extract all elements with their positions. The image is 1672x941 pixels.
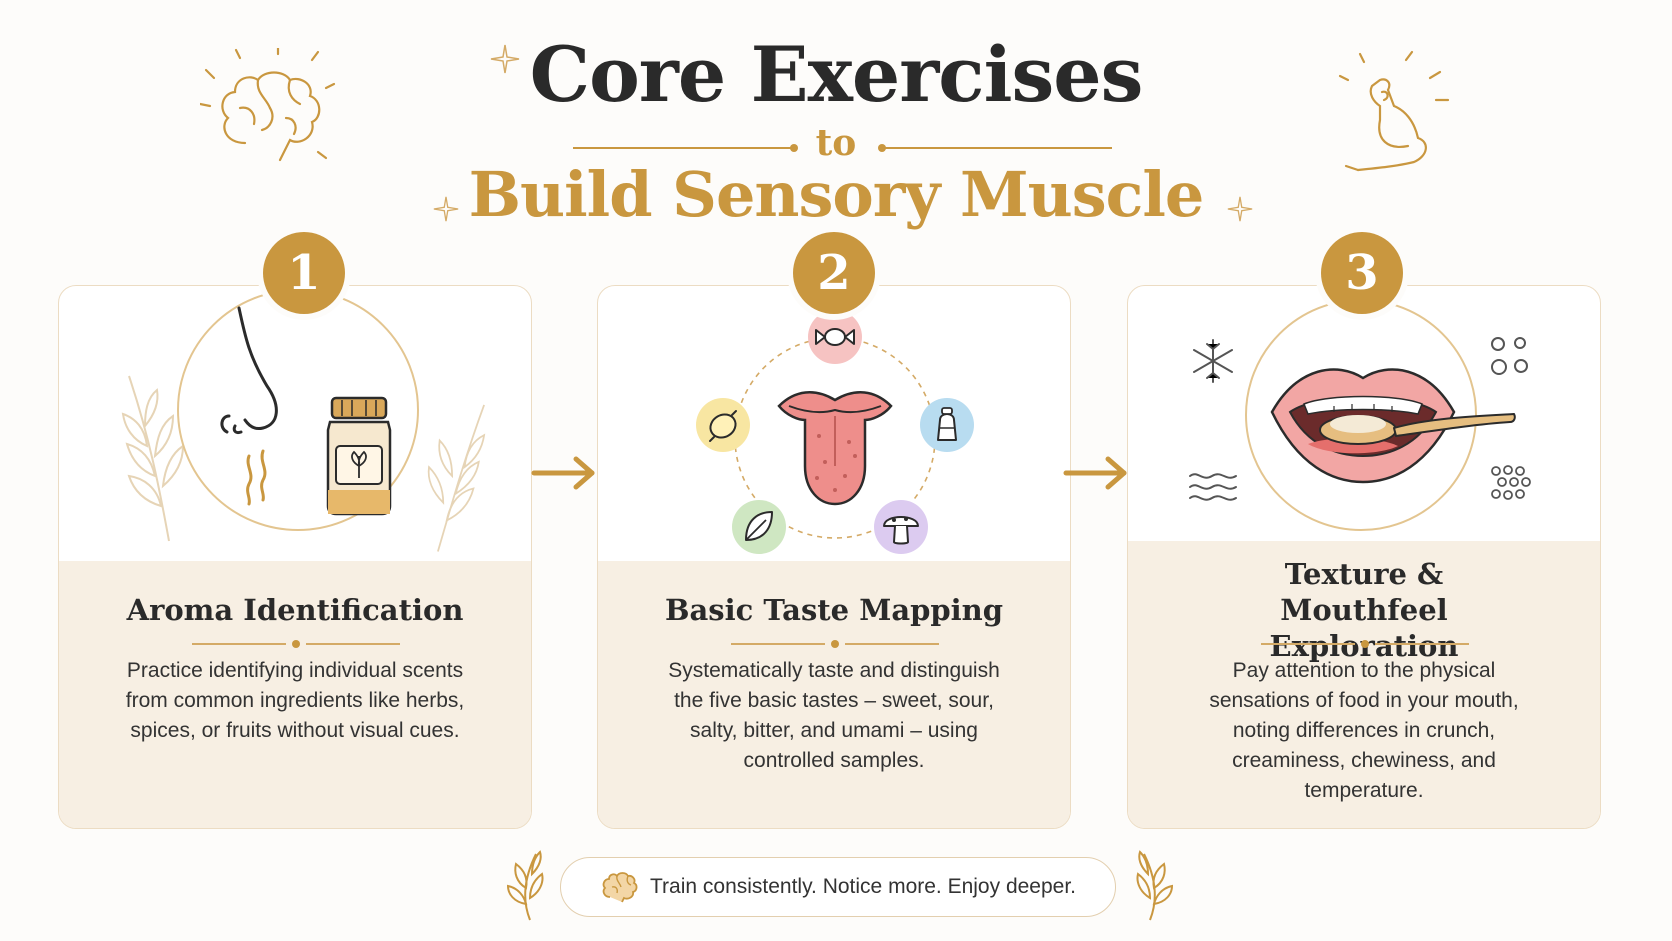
step-badge-3: 3 [1321,232,1403,314]
card-text-panel [1128,541,1600,828]
title-rule-dot [790,144,798,152]
mushroom-icon [874,500,928,554]
brain-icon [602,872,638,903]
salt-shaker-icon [920,398,974,452]
arrow-right-icon [531,456,595,490]
nose-icon [220,306,278,506]
flexed-arm-icon [1338,50,1450,172]
exercise-card-aroma: Aroma Identification Practice identifyin… [58,285,532,829]
card-description: Systematically taste and distinguish the… [668,659,1000,772]
card-description: Pay attention to the physical sensations… [1209,659,1519,802]
card-title: Texture & Mouthfeel Exploration [1270,557,1459,663]
spice-jar-icon [326,396,392,516]
step-badge-2: 2 [793,232,875,314]
card-title: Aroma Identification [126,593,464,627]
laurel-right-icon [1136,850,1174,921]
dots-cluster-icon [1491,465,1531,500]
tongue-icon [777,391,893,506]
sparkle-icon [1227,196,1253,222]
waves-icon [1189,473,1237,501]
card-divider [1128,639,1600,649]
exercise-card-taste: Basic Taste Mapping Systematically taste… [597,285,1071,829]
page-title: Core Exercises [529,30,1144,119]
card-divider [598,639,1070,649]
brain-icon [200,48,336,162]
title-rule-right [884,147,1112,149]
scent-waves-icon [246,449,267,506]
card-divider [59,639,531,649]
card-title: Basic Taste Mapping [664,593,1004,627]
title-rule-left [573,147,795,149]
footer-tagline: Train consistently. Notice more. Enjoy d… [649,875,1077,898]
sparkle-icon [433,196,459,222]
wheat-sprig-icon [427,404,486,552]
spoon-icon [1319,413,1516,445]
leaf-icon [732,500,786,554]
bubbles-icon [1491,337,1528,375]
exercise-card-texture: Texture & Mouthfeel Exploration Pay atte… [1127,285,1601,829]
arrow-right-icon [1063,456,1127,490]
title-rule-dot [878,144,886,152]
card-text-panel [598,561,1070,828]
step-badge-1: 1 [263,232,345,314]
card-text-panel [59,561,531,828]
card-description: Practice identifying individual scents f… [125,659,465,742]
footer-tagline-pill: Train consistently. Notice more. Enjoy d… [560,857,1116,917]
lemon-icon [696,398,750,452]
sparkle-icon [490,44,520,74]
laurel-left-icon [506,850,544,921]
page-subtitle: Build Sensory Muscle [468,158,1205,231]
snowflake-icon [1193,339,1233,383]
candy-icon [808,310,862,364]
title-connector: to [815,122,857,164]
